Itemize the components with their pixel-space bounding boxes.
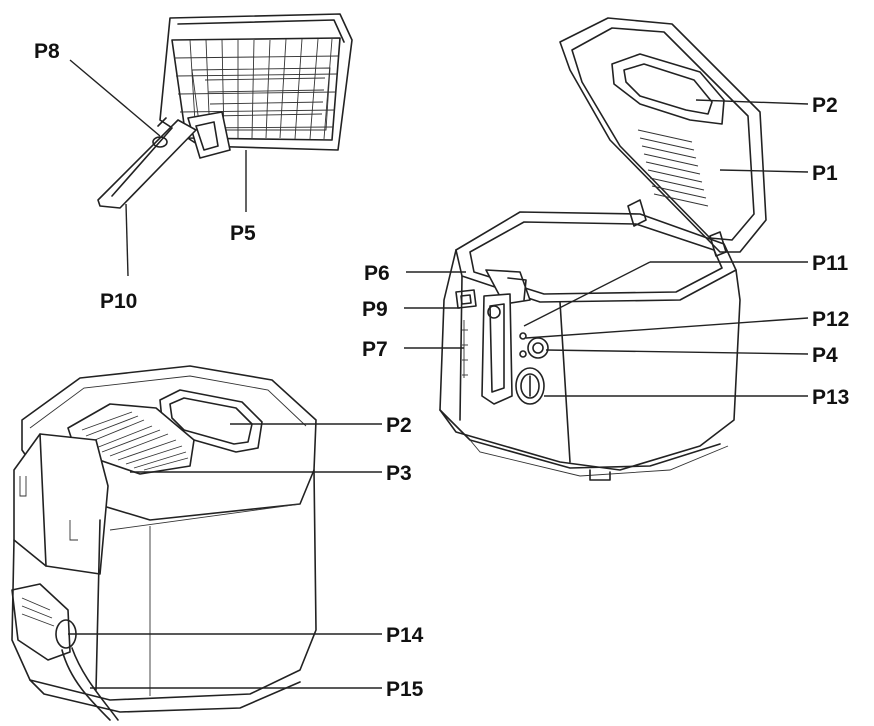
closed-lid-fryer-icon [11,365,317,721]
label-p8: P8 [34,40,60,63]
leader-p2-top [695,99,809,105]
label-p15: P15 [386,678,424,701]
leader-p10 [125,203,129,277]
frying-basket-icon [97,13,353,209]
label-p11: P11 [812,252,849,275]
part-labels: P8 P10 P5 P2 P1 P6 P11 P9 P12 P7 P4 P13 … [34,40,849,701]
label-p10: P10 [100,290,137,313]
leader-lines [68,59,809,689]
label-p5: P5 [230,222,256,245]
label-p14: P14 [386,624,424,647]
label-p1: P1 [812,162,838,185]
leader-p12 [525,317,809,339]
label-p7: P7 [362,338,388,361]
leader-p11-b [523,261,651,327]
label-p3: P3 [386,462,412,485]
label-p2-top: P2 [812,94,838,117]
label-p12: P12 [812,308,849,331]
label-p9: P9 [362,298,388,321]
label-p13: P13 [812,386,849,409]
open-lid-fryer-icon [439,17,767,481]
leader-p1 [719,169,809,173]
label-p6: P6 [364,262,390,285]
leader-p8 [69,59,161,137]
label-p2-bottom: P2 [386,414,412,437]
leader-p4 [545,349,809,355]
label-p4: P4 [812,344,838,367]
